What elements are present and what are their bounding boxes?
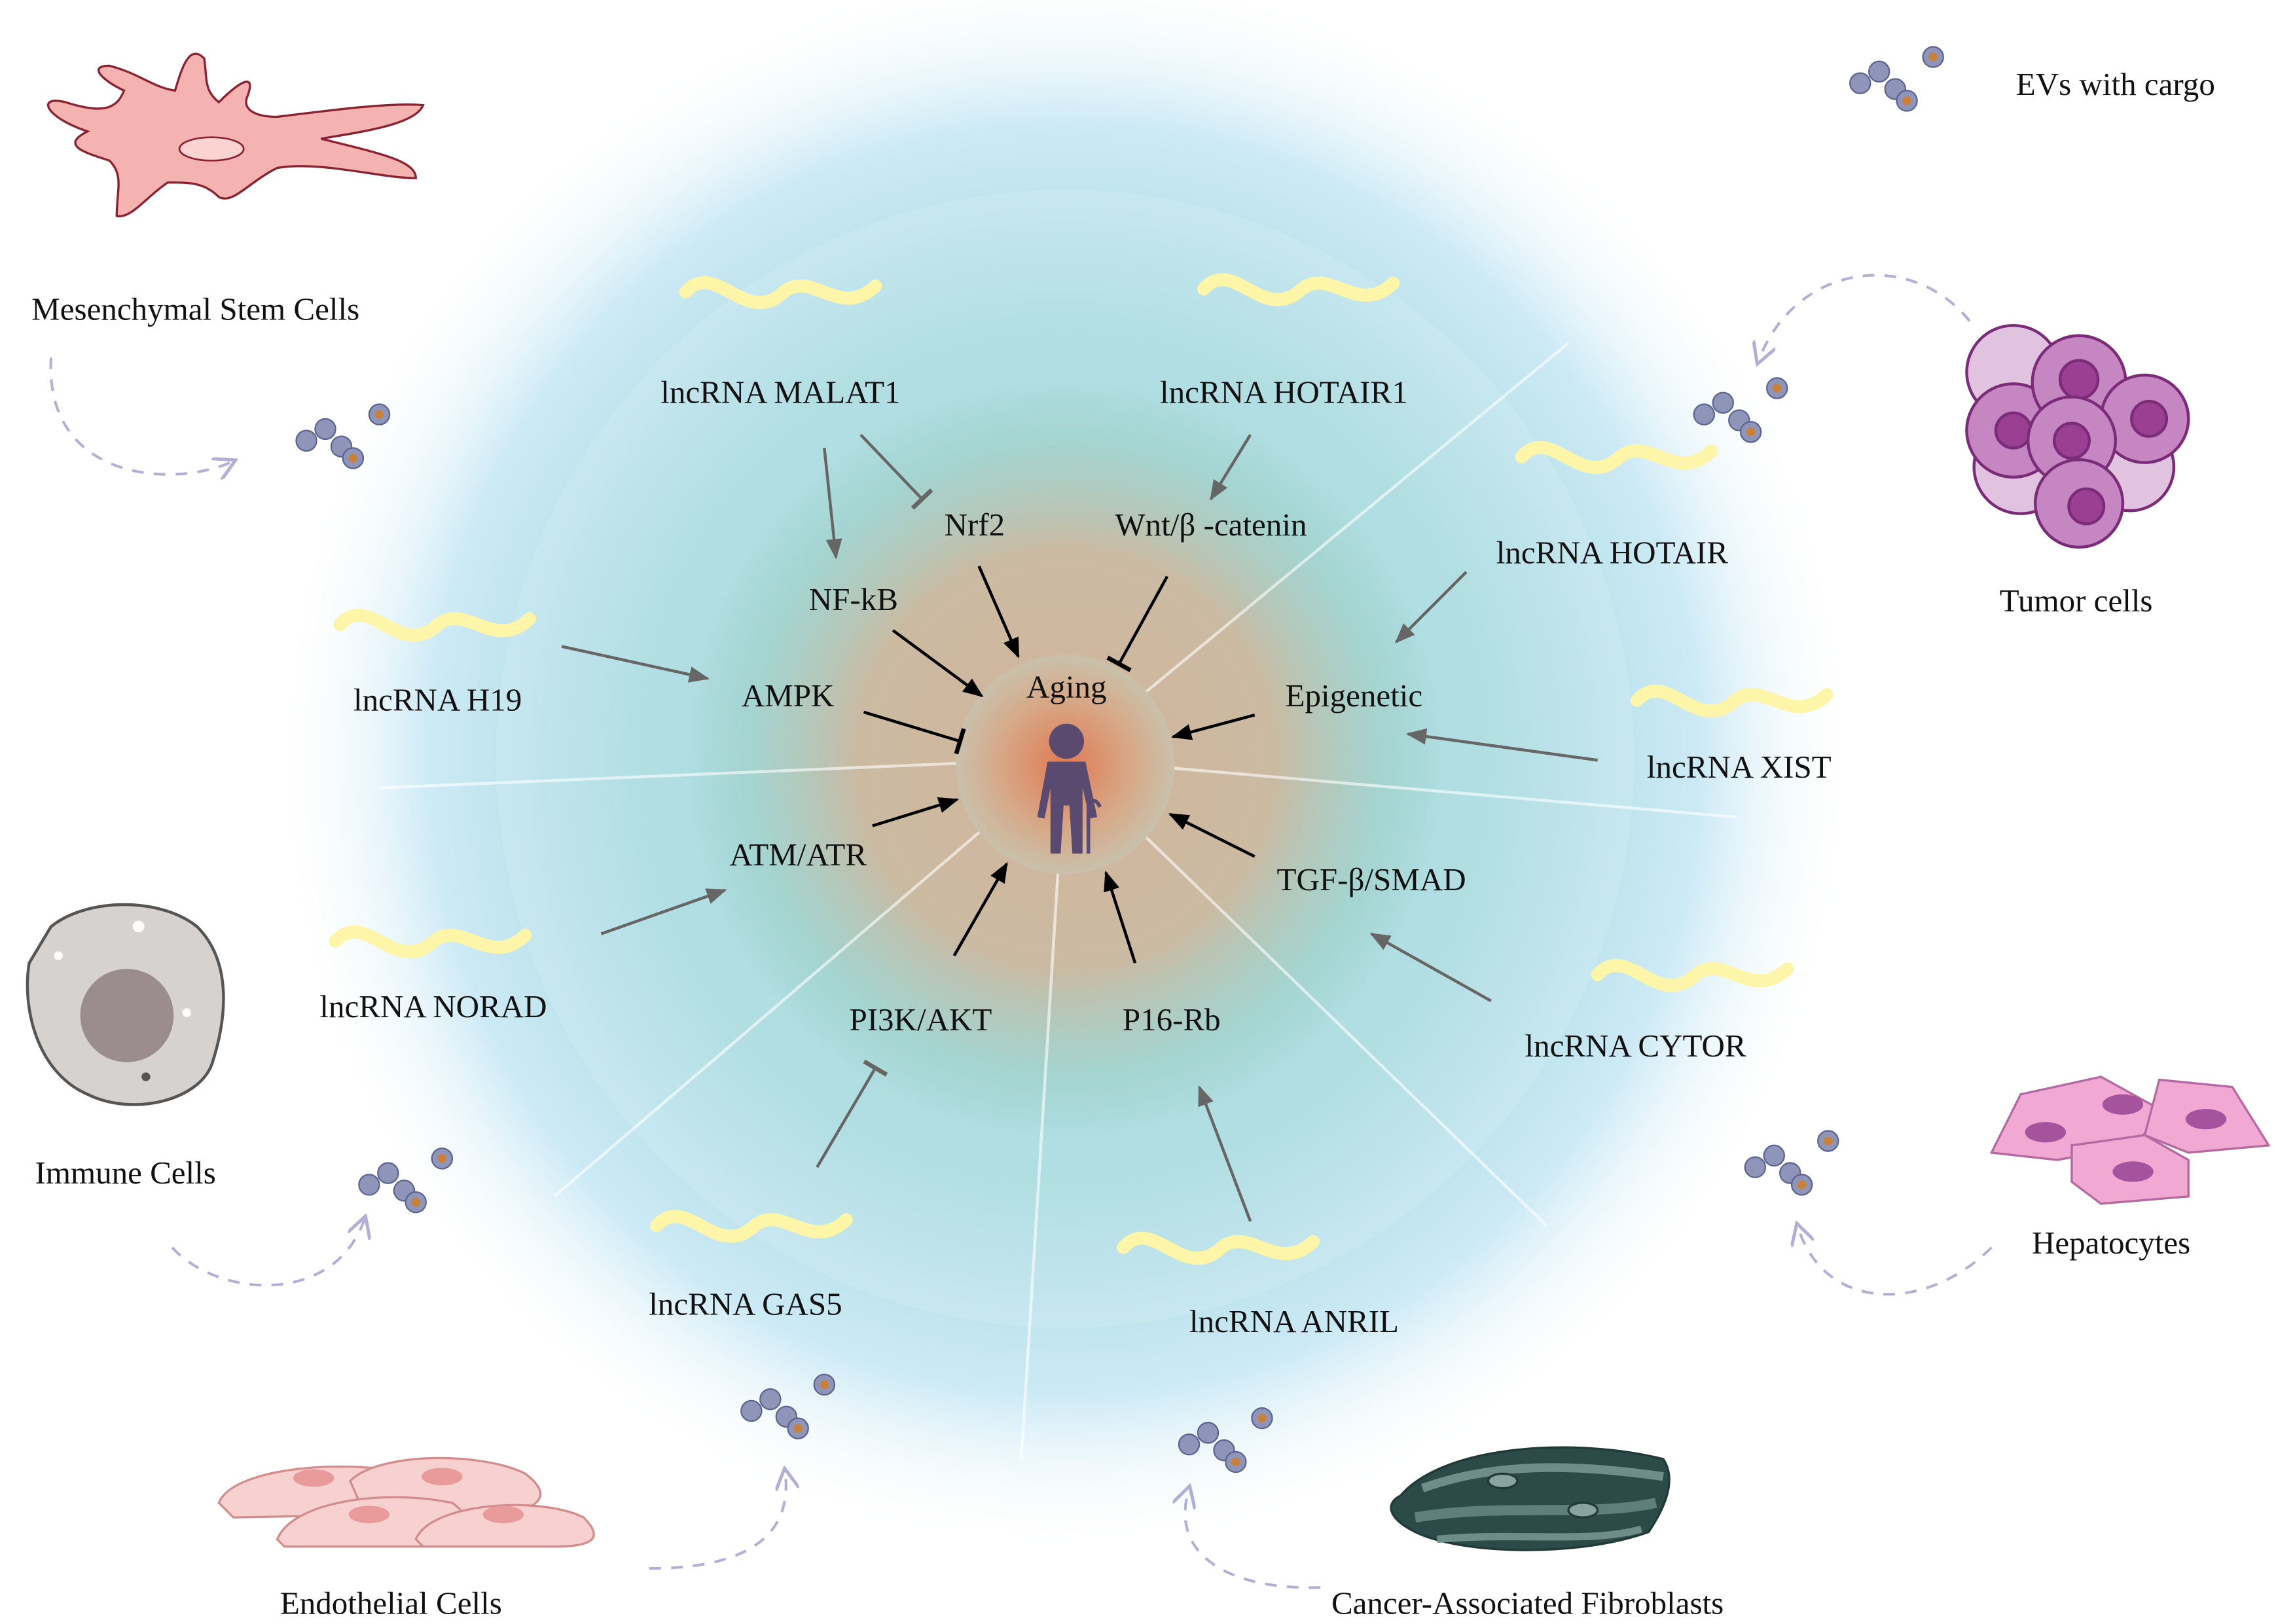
arrow — [1369, 932, 1492, 1003]
arrow — [1405, 728, 1598, 762]
ev-legend-icon — [1849, 46, 1944, 112]
arrow — [1210, 434, 1252, 501]
lncrna-cytor: lncRNA CYTOR — [1525, 1028, 1746, 1064]
ev-release-arrows — [49, 274, 1993, 1589]
pathway-arrows — [863, 566, 1255, 964]
cell-label-msc: Mesenchymal Stem Cells — [31, 291, 359, 327]
elderly-person-icon — [1037, 723, 1102, 854]
pathway-atm-atr: ATM/ATR — [729, 837, 867, 873]
arrow — [1394, 571, 1468, 644]
inhibit-arrow — [1106, 575, 1169, 672]
lncrna-h19: lncRNA H19 — [353, 682, 522, 718]
endothelial-cells-icon — [217, 1456, 595, 1548]
arrow — [1168, 812, 1255, 858]
inhibit-arrow — [859, 433, 933, 510]
arrow — [872, 797, 960, 827]
pathway-pi3k-akt: PI3K/AKT — [849, 1001, 992, 1038]
immune-cell-icon — [26, 903, 225, 1106]
cell-label-hepatocytes: Hepatocytes — [2032, 1225, 2190, 1261]
pathway-p16-rb: P16-Rb — [1123, 1001, 1221, 1038]
cell-label-immune: Immune Cells — [35, 1155, 216, 1191]
hepatocytes-icon — [1989, 1075, 2271, 1205]
pathway-nrf2: Nrf2 — [945, 507, 1005, 543]
mesenchymal-stem-cell-icon — [46, 52, 425, 217]
ev-legend-label: EVs with cargo — [2016, 66, 2215, 102]
lncrna-norad: lncRNA NORAD — [319, 988, 547, 1024]
inhibit-arrow — [816, 1059, 888, 1168]
arrow — [823, 448, 842, 560]
cell-label-caf: Cancer-Associated Fibroblasts — [1331, 1585, 1724, 1621]
arrow — [600, 888, 727, 935]
arrow — [1104, 871, 1137, 964]
pathway-ampk: AMPK — [742, 677, 835, 713]
inhibit-arrow — [863, 710, 966, 755]
arrow — [1198, 1085, 1252, 1222]
cell-label-tumor: Tumor cells — [2000, 583, 2153, 619]
arrow — [952, 861, 1008, 957]
lncrna-anril: lncRNA ANRIL — [1189, 1303, 1399, 1339]
arrow — [1170, 713, 1255, 740]
lncrna-gas5: lncRNA GAS5 — [649, 1286, 842, 1322]
arrow — [977, 566, 1020, 659]
lncrna-hotair1: lncRNA HOTAIR1 — [1160, 374, 1408, 410]
arrow — [561, 645, 710, 683]
pathway-nfkb: NF-kB — [809, 581, 898, 617]
lncrna-malat1: lncRNA MALAT1 — [660, 374, 900, 410]
pathway-wnt: Wnt/β -catenin — [1115, 507, 1307, 543]
arrow — [892, 629, 984, 698]
tumor-cells-icon — [1965, 323, 2190, 549]
cell-label-endothelial: Endothelial Cells — [280, 1585, 502, 1621]
fibroblasts-icon — [1390, 1446, 1671, 1551]
lncrna-arrows — [561, 433, 1598, 1222]
pathway-tgf-smad: TGF-β/SMAD — [1277, 861, 1466, 897]
lncrna-hotair: lncRNA HOTAIR — [1496, 535, 1728, 571]
pathway-epigenetic: Epigenetic — [1286, 677, 1423, 713]
lncrna-xist: lncRNA XIST — [1647, 749, 1832, 785]
aging-label: Aging — [1026, 669, 1107, 705]
